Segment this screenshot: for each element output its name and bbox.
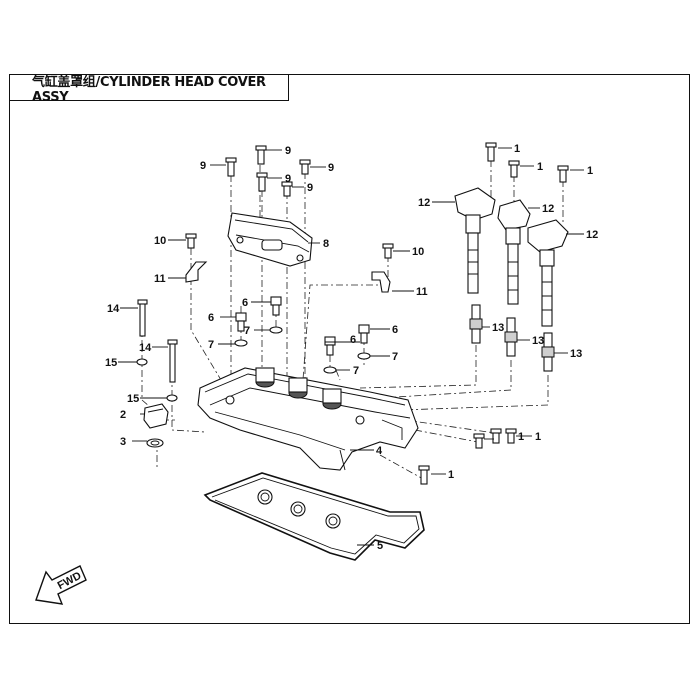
ignition-coils <box>454 187 569 327</box>
callout-9: 9 <box>307 182 313 194</box>
spark-plug-1 <box>469 304 483 344</box>
callout-5: 5 <box>377 540 383 552</box>
callout-9: 9 <box>285 145 291 157</box>
callout-7: 7 <box>208 339 214 351</box>
callout-7: 7 <box>353 365 359 377</box>
callout-2: 2 <box>120 409 126 421</box>
callout-10: 10 <box>154 235 166 247</box>
callout-1: 1 <box>535 431 541 443</box>
diagram-frame <box>9 74 690 624</box>
callout-11: 11 <box>416 286 428 298</box>
brackets <box>185 261 391 293</box>
callout-9: 9 <box>285 173 291 185</box>
ignition-coil-1 <box>454 187 496 294</box>
callout-15: 15 <box>105 357 117 369</box>
cover-gasket <box>203 472 425 561</box>
diagram-title: 气缸盖罩组/CYLINDER HEAD COVER ASSY <box>9 74 289 105</box>
bolts <box>137 142 569 485</box>
leader-lines <box>118 147 584 546</box>
callout-6: 6 <box>392 324 398 336</box>
callout-1: 1 <box>514 143 520 155</box>
callout-4: 4 <box>376 445 383 457</box>
callout-8: 8 <box>323 238 329 250</box>
callout-1: 1 <box>518 431 524 443</box>
breather-cover <box>227 212 313 267</box>
callout-13: 13 <box>532 335 544 347</box>
callout-10: 10 <box>412 246 424 258</box>
callout-14: 14 <box>107 303 120 315</box>
oil-filler-cap <box>143 403 169 448</box>
callout-11: 11 <box>154 273 166 285</box>
callout-labels: 1 1 1 1 1 1 2 3 4 5 6 6 6 6 7 7 7 7 8 9 … <box>105 143 598 552</box>
callout-12: 12 <box>542 203 554 215</box>
callout-9: 9 <box>328 162 334 174</box>
callout-15: 15 <box>127 393 139 405</box>
callout-12: 12 <box>418 197 430 209</box>
callout-13: 13 <box>570 348 582 360</box>
callout-14: 14 <box>139 342 152 354</box>
callout-1: 1 <box>587 165 593 177</box>
cylinder-head-cover <box>197 367 419 471</box>
bolts-and-washers <box>136 296 371 402</box>
fwd-arrow: FWD <box>35 565 87 605</box>
callout-12: 12 <box>586 229 598 241</box>
callout-9: 9 <box>200 160 206 172</box>
callout-1: 1 <box>448 469 454 481</box>
spark-plug-2 <box>504 317 518 357</box>
callout-6: 6 <box>242 297 248 309</box>
ignition-coil-3 <box>527 219 569 327</box>
callout-6: 6 <box>350 334 356 346</box>
spark-plugs <box>469 304 555 372</box>
callout-7: 7 <box>392 351 398 363</box>
callout-6: 6 <box>208 312 214 324</box>
callout-13: 13 <box>492 322 504 334</box>
callout-3: 3 <box>120 436 126 448</box>
callout-7: 7 <box>244 325 250 337</box>
spark-plug-3 <box>541 332 555 372</box>
ignition-coil-2 <box>497 199 531 305</box>
callout-1: 1 <box>537 161 543 173</box>
